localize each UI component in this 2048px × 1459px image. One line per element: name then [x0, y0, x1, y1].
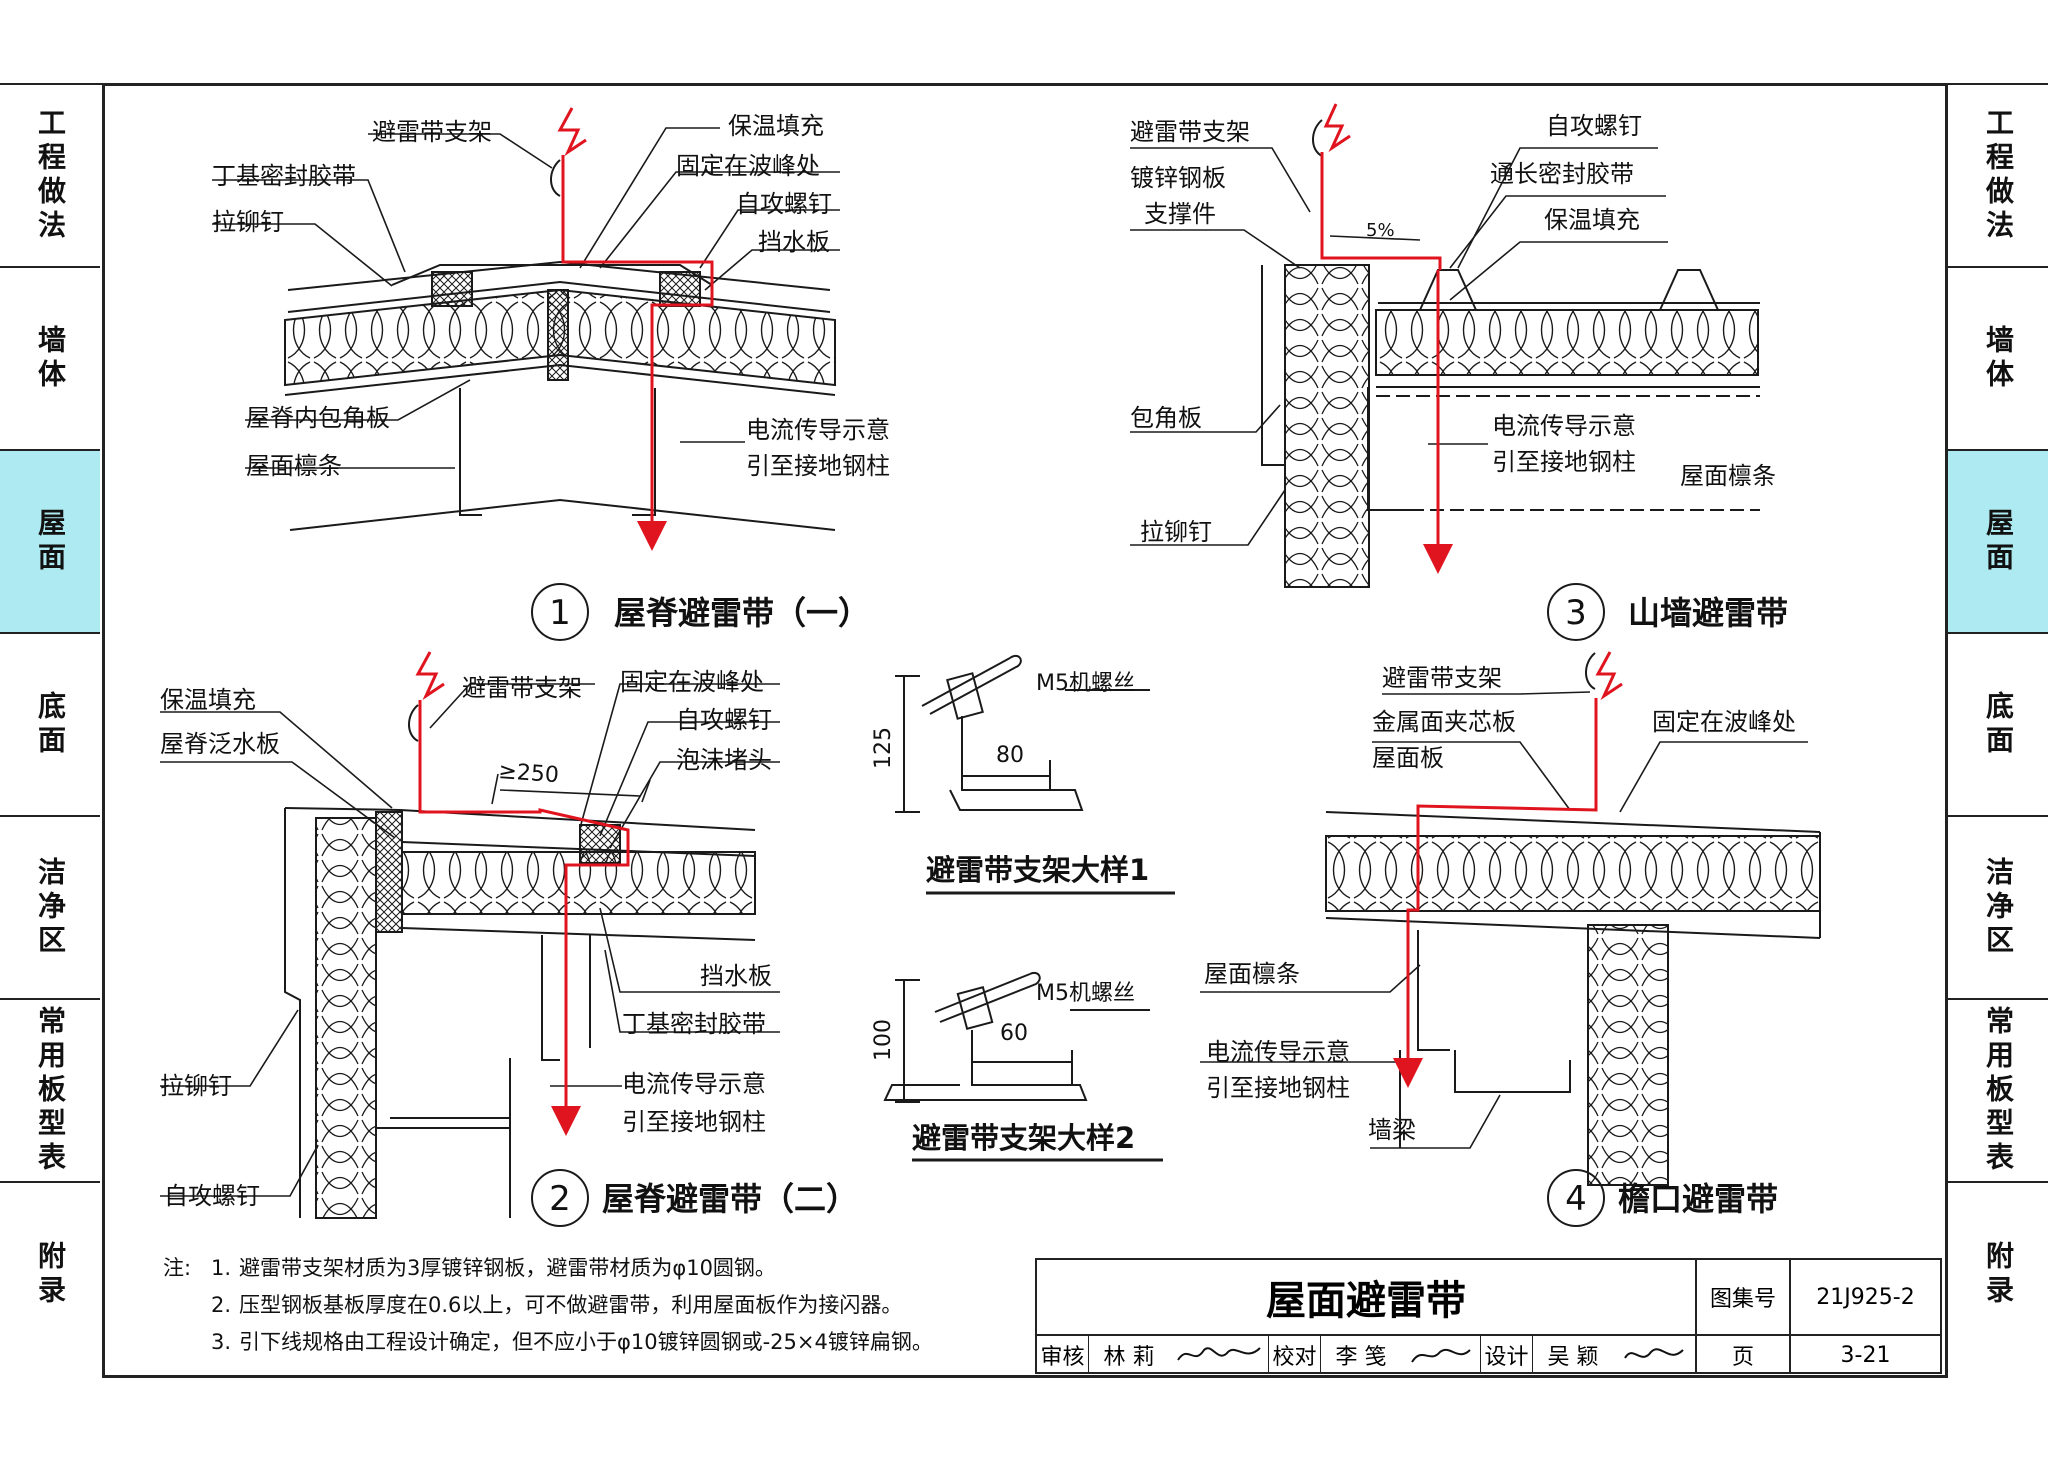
page-label: 页: [1697, 1336, 1791, 1374]
left-tab-column: 工程做法 墙体 屋面 底面 洁净区 常用板型表 附录: [0, 83, 102, 1366]
signature-icon: [1624, 1348, 1684, 1359]
left-tab-label: 常用板型表: [34, 1005, 67, 1176]
right-tab-label: 附录: [1982, 1240, 2015, 1309]
right-tab-label: 常用板型表: [1982, 1005, 2015, 1176]
note-number: 3.: [211, 1330, 232, 1354]
left-tab-bottom[interactable]: 底面: [0, 634, 100, 817]
notes: 注: 1. 避雷带支架材质为3厚镀锌钢板，避雷带材质为φ10圆钢。 2. 压型钢板基板…: [163, 1250, 933, 1361]
left-tab-engineering[interactable]: 工程做法: [0, 85, 100, 268]
check-label: 校对: [1269, 1336, 1321, 1374]
note-text: 避雷带支架材质为3厚镀锌钢板，避雷带材质为φ10圆钢。: [239, 1256, 776, 1280]
right-tab-engineering[interactable]: 工程做法: [1948, 85, 2048, 268]
reviewer-signature: [1169, 1336, 1269, 1374]
right-tab-bottom[interactable]: 底面: [1948, 634, 2048, 817]
left-tab-roof[interactable]: 屋面: [0, 451, 100, 634]
right-tab-label: 屋面: [1982, 507, 2015, 576]
review-label: 审核: [1037, 1336, 1089, 1374]
drawing-title: 屋面避雷带: [1037, 1260, 1697, 1336]
left-tab-label: 工程做法: [34, 107, 67, 244]
signature-icon: [1176, 1347, 1261, 1361]
right-tab-label: 工程做法: [1982, 107, 2015, 244]
note-text: 引下线规格由工程设计确定，但不应小于φ10镀锌圆钢或-25×4镀锌扁钢。: [239, 1330, 933, 1354]
atlas-label: 图集号: [1697, 1260, 1791, 1336]
left-tab-label: 屋面: [34, 507, 67, 576]
left-tab-cleanroom[interactable]: 洁净区: [0, 817, 100, 1000]
left-tab-label: 墙体: [34, 324, 67, 393]
design-label: 设计: [1481, 1336, 1533, 1374]
right-tab-wall[interactable]: 墙体: [1948, 268, 2048, 451]
atlas-number: 21J925-2: [1791, 1260, 1940, 1336]
page-number: 3-21: [1840, 1342, 1891, 1368]
left-tab-wall[interactable]: 墙体: [0, 268, 100, 451]
right-tab-column: 工程做法 墙体 屋面 底面 洁净区 常用板型表 附录: [1948, 83, 2048, 1366]
note-row: 注: 1. 避雷带支架材质为3厚镀锌钢板，避雷带材质为φ10圆钢。: [163, 1250, 933, 1287]
signature-icon: [1410, 1349, 1471, 1363]
right-tab-label: 底面: [1982, 690, 2015, 759]
drawing-frame: [102, 83, 1948, 1378]
left-tab-panel-types[interactable]: 常用板型表: [0, 1000, 100, 1183]
checker-signature: [1401, 1336, 1481, 1374]
right-tab-appendix[interactable]: 附录: [1948, 1183, 2048, 1366]
left-tab-appendix[interactable]: 附录: [0, 1183, 100, 1366]
notes-prefix: 注:: [163, 1256, 192, 1280]
right-tab-label: 洁净区: [1982, 856, 2015, 959]
left-tab-label: 洁净区: [34, 856, 67, 959]
title-block: 屋面避雷带 图集号 21J925-2 审核 林 莉 校对 李 笺 设计 吴 颖 …: [1035, 1258, 1942, 1374]
right-tab-label: 墙体: [1982, 324, 2015, 393]
checker-name: 李 笺: [1335, 1345, 1387, 1370]
reviewer-name: 林 莉: [1103, 1345, 1155, 1370]
note-text: 压型钢板基板厚度在0.6以上，可不做避雷带，利用屋面板作为接闪器。: [239, 1293, 903, 1317]
designer-signature: [1613, 1336, 1697, 1374]
right-tab-cleanroom[interactable]: 洁净区: [1948, 817, 2048, 1000]
right-tab-panel-types[interactable]: 常用板型表: [1948, 1000, 2048, 1183]
note-row: 3. 引下线规格由工程设计确定，但不应小于φ10镀锌圆钢或-25×4镀锌扁钢。: [163, 1324, 933, 1361]
note-number: 2.: [211, 1293, 232, 1317]
note-number: 1.: [211, 1256, 232, 1280]
right-tab-roof[interactable]: 屋面: [1948, 451, 2048, 634]
note-row: 2. 压型钢板基板厚度在0.6以上，可不做避雷带，利用屋面板作为接闪器。: [163, 1287, 933, 1324]
left-tab-label: 底面: [34, 690, 67, 759]
designer-name: 吴 颖: [1547, 1345, 1599, 1370]
left-tab-label: 附录: [34, 1240, 67, 1309]
